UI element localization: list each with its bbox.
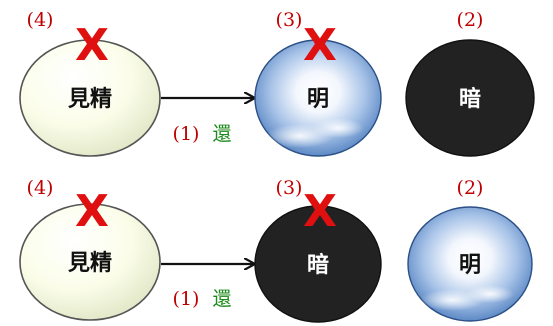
brightness-label: 明 xyxy=(459,253,481,278)
x-mark-icon: X xyxy=(303,186,337,237)
seeing-essence-node: 見精 xyxy=(19,39,161,157)
x-mark-icon: X xyxy=(75,186,109,237)
darkness-number: (3) xyxy=(276,177,303,199)
return-label: 還 xyxy=(212,288,231,310)
brightness-node: 明 xyxy=(407,206,533,322)
seeing-essence-label: 見精 xyxy=(68,86,112,112)
brightness-node: 明 xyxy=(254,39,382,157)
darkness-label: 暗 xyxy=(307,252,329,278)
return-label: 還 xyxy=(212,123,231,145)
cloud-shape xyxy=(466,285,514,303)
seeing-essence-node: 見精 xyxy=(19,203,161,321)
return-number: (1) xyxy=(173,288,200,310)
row-1: 見精 (4) X (1) 還 明 (3) X 暗 (2) xyxy=(19,9,535,157)
x-mark-icon: X xyxy=(303,20,337,71)
cloud-shape xyxy=(312,118,364,138)
brightness-label: 明 xyxy=(307,87,329,112)
darkness-node: 暗 xyxy=(254,205,382,323)
darkness-number: (2) xyxy=(457,9,484,31)
return-number: (1) xyxy=(173,123,200,145)
darkness-node: 暗 xyxy=(405,39,535,157)
seeing-essence-number: (4) xyxy=(27,177,54,199)
brightness-number: (2) xyxy=(457,177,484,199)
seeing-essence-number: (4) xyxy=(27,9,54,31)
brightness-number: (3) xyxy=(276,9,303,31)
row-2: 見精 (4) X (1) 還 暗 (3) X 明 (2) xyxy=(19,177,533,323)
seeing-essence-label: 見精 xyxy=(68,250,112,276)
x-mark-icon: X xyxy=(75,20,109,71)
darkness-label: 暗 xyxy=(459,86,481,112)
